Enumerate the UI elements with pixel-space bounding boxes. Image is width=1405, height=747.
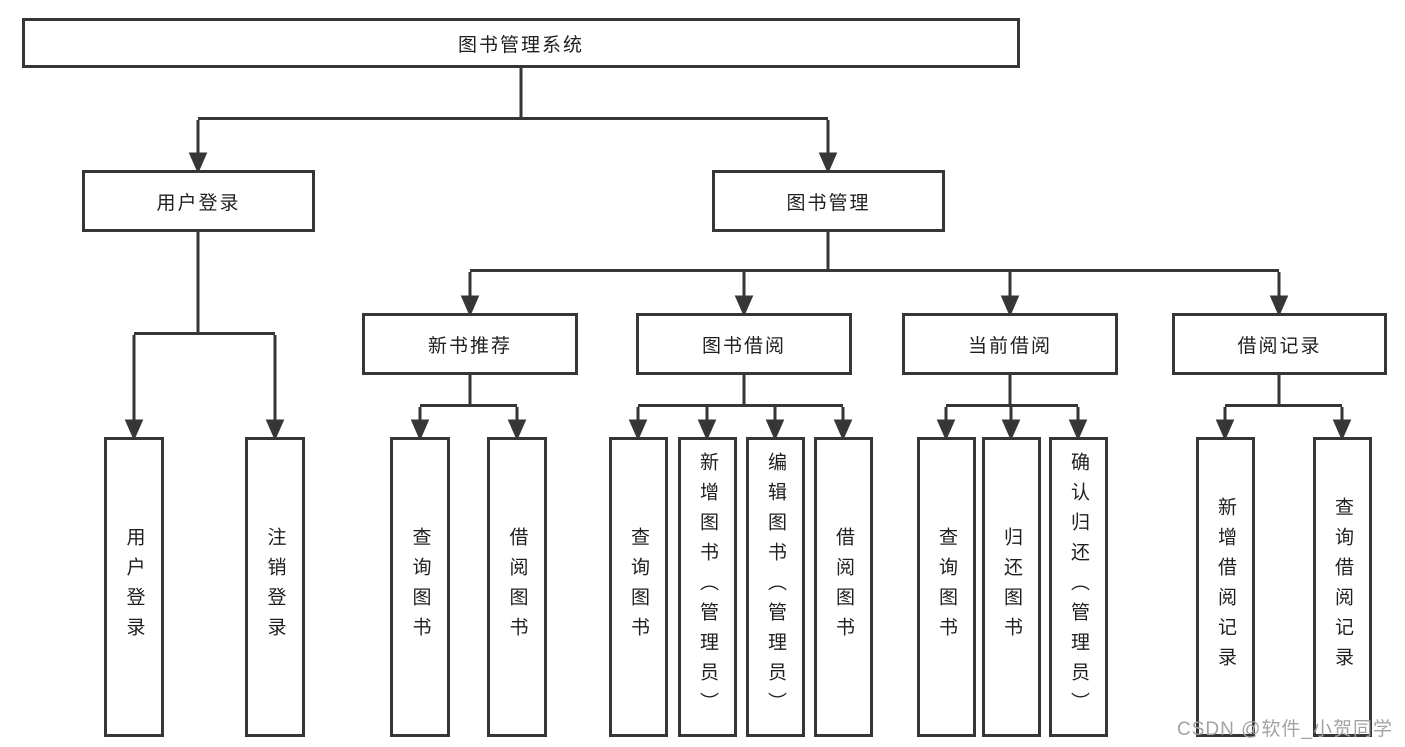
leaf-label: 查询图书 [409,527,431,647]
arrowhead [265,419,285,441]
leaf-label: 新增借阅记录 [1215,497,1236,677]
arrowhead [1000,295,1020,317]
leaf-label: 借阅图书 [833,527,854,647]
leaf-add-book-admin: 新增图书（管理员） [678,437,737,737]
root-node-library-management-system: 图书管理系统 [22,18,1020,68]
node-current-borrow: 当前借阅 [902,313,1118,375]
leaf-query-books-current: 查询图书 [917,437,976,737]
node-book-borrow: 图书借阅 [636,313,852,375]
arrowhead [697,419,717,441]
leaf-label: 新增图书（管理员） [697,452,718,722]
leaf-label: 查询图书 [628,527,649,647]
arrowhead [1001,419,1021,441]
node-new-book-recommend: 新书推荐 [362,313,578,375]
leaf-query-borrow-record: 查询借阅记录 [1313,437,1372,737]
arrowhead [124,419,144,441]
arrowhead [628,419,648,441]
leaf-add-borrow-record: 新增借阅记录 [1196,437,1255,737]
leaf-query-books-borrow: 查询图书 [609,437,668,737]
leaf-label: 查询图书 [936,527,957,647]
arrowhead [833,419,853,441]
arrowhead [1068,419,1088,441]
arrowhead [410,419,430,441]
node-book-management: 图书管理 [712,170,945,232]
arrowhead [1332,419,1352,441]
leaf-return-books: 归还图书 [982,437,1041,737]
leaf-borrow-books: 借阅图书 [814,437,873,737]
leaf-label: 借阅图书 [506,527,528,647]
arrowhead [1215,419,1235,441]
leaf-label: 注销登录 [264,527,286,647]
arrowhead [734,295,754,317]
arrowhead [936,419,956,441]
arrowhead [765,419,785,441]
leaf-user-login: 用户登录 [104,437,164,737]
arrowhead [1269,295,1289,317]
leaf-label: 编辑图书（管理员） [765,452,786,722]
node-user-login: 用户登录 [82,170,315,232]
arrowhead [818,152,838,174]
leaf-query-books-recommend: 查询图书 [390,437,450,737]
leaf-borrow-books-recommend: 借阅图书 [487,437,547,737]
arrowhead [460,295,480,317]
leaf-label: 查询借阅记录 [1332,497,1353,677]
leaf-label: 归还图书 [1001,527,1022,647]
arrowhead [507,419,527,441]
leaf-label: 用户登录 [123,527,145,647]
leaf-edit-book-admin: 编辑图书（管理员） [746,437,805,737]
leaf-confirm-return-admin: 确认归还（管理员） [1049,437,1108,737]
node-borrow-records: 借阅记录 [1172,313,1387,375]
leaf-logout: 注销登录 [245,437,305,737]
leaf-label: 确认归还（管理员） [1068,452,1089,722]
arrowhead [188,152,208,174]
csdn-watermark: CSDN @软件_小贺同学 [1177,719,1393,740]
